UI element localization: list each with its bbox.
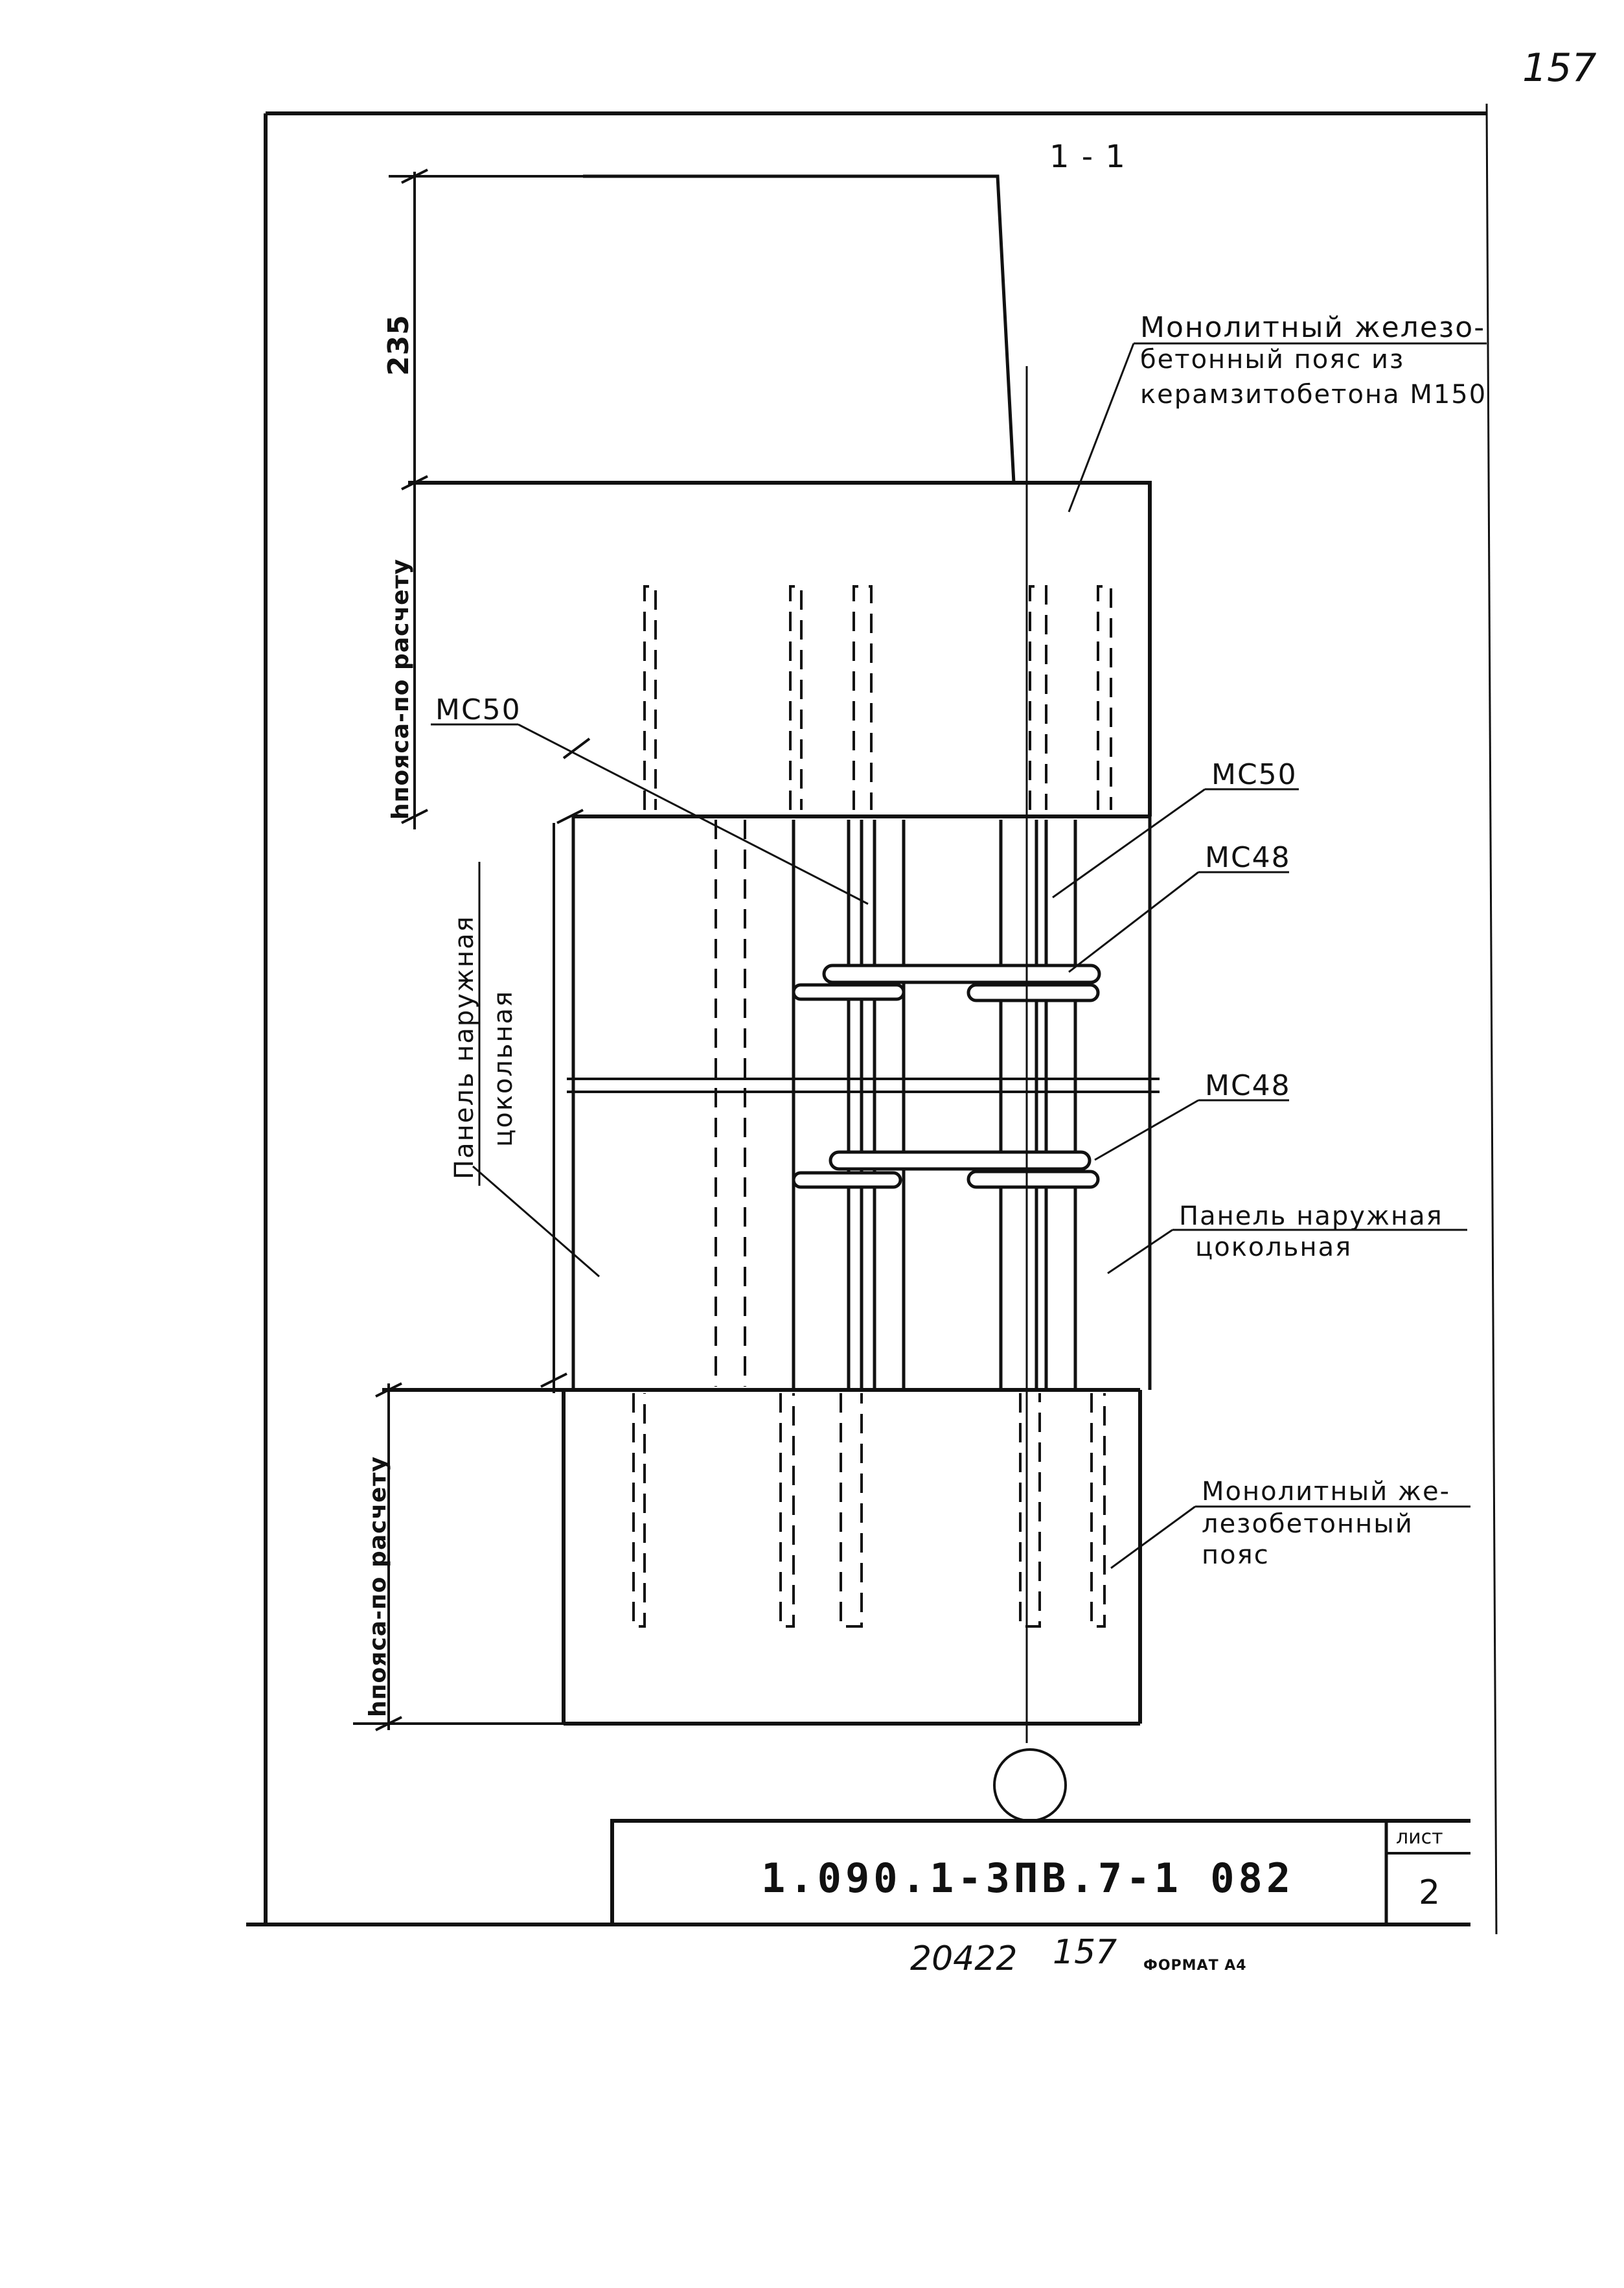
- dimension-top-height: 235: [382, 314, 415, 376]
- panel-hidden-lines: [715, 820, 746, 1387]
- upper-belt-label-line1: Монолитный железо-: [1140, 311, 1485, 344]
- panel-left-leader: [472, 1165, 600, 1278]
- upper-wall-panel: [583, 174, 1016, 483]
- upper-belt-label-line2: бетонный пояс из: [1140, 345, 1404, 375]
- mc50-left-label: МС50: [435, 693, 521, 726]
- page-number-handwritten: 157: [1522, 45, 1597, 91]
- dimension-chain: [353, 168, 591, 1731]
- lower-belt: [382, 1388, 1142, 1726]
- dimension-upper-belt-height: hпояса-по расчету: [387, 559, 414, 820]
- rebar-lines: [792, 820, 1077, 1390]
- mc48-bottom-label: МС48: [1205, 1069, 1291, 1102]
- mc48-top-leader: [1068, 871, 1199, 973]
- sheet-label: лист: [1396, 1826, 1443, 1849]
- lower-belt-leader: [1110, 1505, 1196, 1569]
- panel-right-label-line1: Панель наружная: [1179, 1201, 1443, 1231]
- panel-right-label-line2: цокольная: [1195, 1232, 1352, 1262]
- mc48-bottom-leader: [1094, 1099, 1199, 1161]
- sheet-frame: [246, 103, 1498, 1935]
- upper-belt-label-line3: керамзитобетона М150: [1140, 380, 1487, 410]
- mc50-right-label: МС50: [1211, 758, 1298, 791]
- inventory-number: 20422: [910, 1939, 1017, 1978]
- mc48-connectors: [792, 964, 1101, 1189]
- format-label: ФОРМАТ А4: [1143, 1958, 1247, 1974]
- axis-marker: [993, 366, 1067, 1822]
- lower-belt-anchors: [632, 1393, 1106, 1628]
- sheet-number: 2: [1419, 1873, 1441, 1912]
- lower-belt-label-line1: Монолитный же-: [1202, 1477, 1450, 1507]
- mc48-top-label: МС48: [1205, 841, 1291, 874]
- dimension-lower-belt-height: hпояса-по расчету: [365, 1456, 391, 1717]
- lower-belt-label-line3: пояс: [1202, 1540, 1270, 1570]
- lower-belt-label-line2: лезобетонный: [1202, 1509, 1413, 1539]
- document-code: 1.090.1-3ПВ.7-1 082: [761, 1855, 1294, 1902]
- section-mark: 1 - 1: [1049, 139, 1127, 175]
- panel-right-leader: [1107, 1229, 1173, 1275]
- footer-page: 157: [1053, 1933, 1117, 1972]
- panel-left-label-line2: цокольная: [488, 990, 518, 1147]
- mc50-right-leader: [1052, 788, 1206, 899]
- upper-belt-leader: [1068, 343, 1135, 513]
- upper-belt-anchors: [643, 585, 1112, 810]
- panel-left-label-line1: Панель наружная: [450, 915, 479, 1179]
- upper-belt: [408, 481, 1152, 818]
- mc50-left-leader: [518, 723, 869, 905]
- title-block: [610, 1819, 1470, 1924]
